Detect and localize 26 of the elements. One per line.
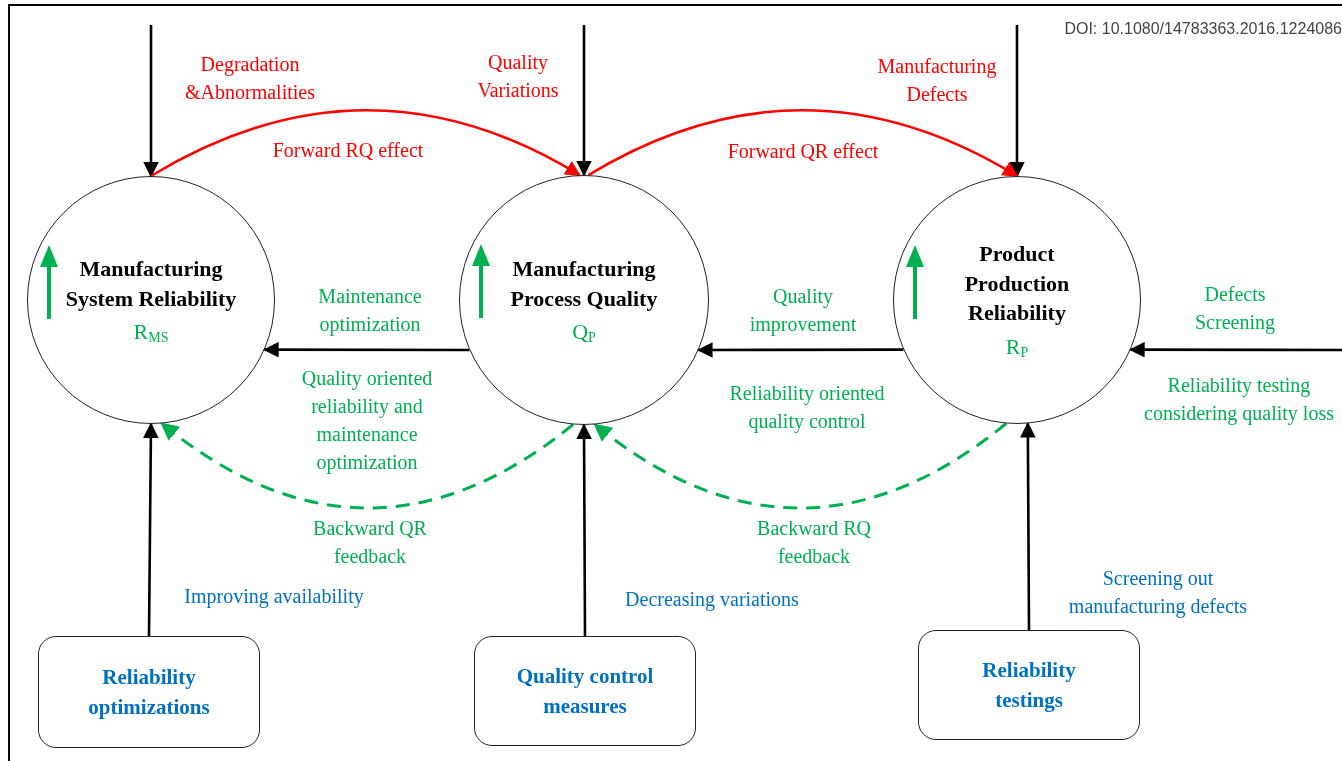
process-box (474, 636, 696, 746)
arrow (150, 109, 581, 178)
box-text: Quality control measures (515, 662, 655, 720)
arrow (143, 422, 159, 636)
arrow (576, 25, 592, 177)
arrow (697, 342, 904, 358)
arrow (263, 341, 470, 358)
node-title: Manufacturing System Reliability (64, 254, 238, 313)
arrow (1009, 25, 1025, 178)
arrow (143, 25, 159, 178)
doi-note: DOI: 10.1080/14783363.2016.1224086 (1064, 20, 1342, 38)
process-box (38, 636, 260, 748)
arrow (160, 422, 574, 510)
node-symbol: Q$_{P}$ (572, 319, 596, 347)
process-box (918, 630, 1140, 740)
box-text: Reliability testings (981, 656, 1077, 714)
arrow (587, 109, 1019, 178)
box-text: Reliability optimizations (87, 663, 211, 721)
arrow (1129, 341, 1342, 358)
node-title: Product Production Reliability (963, 239, 1071, 328)
arrow (576, 423, 592, 636)
arrow (1020, 421, 1036, 630)
node-symbol: R$_{MS}$ (133, 319, 169, 347)
arrow (593, 422, 1008, 510)
node-symbol: R$_{P}$ (1005, 334, 1029, 362)
node-title: Manufacturing Process Quality (509, 254, 659, 313)
